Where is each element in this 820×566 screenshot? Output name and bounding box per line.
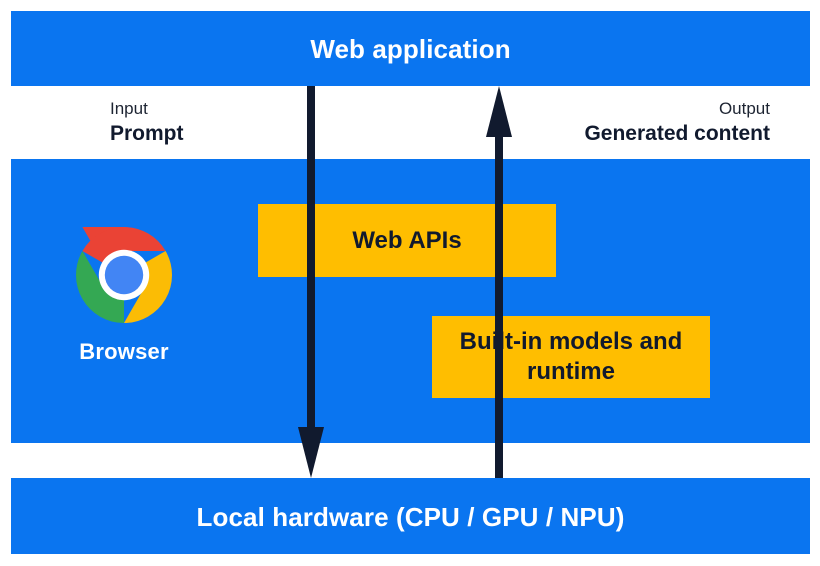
- band-local-hardware: Local hardware (CPU / GPU / NPU): [11, 478, 810, 554]
- band-web-application: Web application: [11, 11, 810, 86]
- band-local-hardware-label: Local hardware (CPU / GPU / NPU): [196, 502, 625, 532]
- box-web-apis-label: Web APIs: [352, 226, 462, 254]
- box-web-apis[interactable]: Web APIs: [258, 204, 556, 277]
- input-annotation: Input Prompt: [110, 98, 184, 147]
- output-annotation: Output Generated content: [584, 98, 770, 147]
- chrome-logo-icon: [75, 227, 173, 323]
- band-web-application-label: Web application: [310, 34, 511, 64]
- browser-label: Browser: [79, 339, 169, 364]
- output-kind-label: Output: [718, 99, 770, 118]
- input-kind-label: Input: [110, 99, 148, 118]
- browser-group: Browser: [63, 225, 185, 365]
- box-builtin-models[interactable]: Built-in models and runtime: [432, 316, 710, 398]
- output-value-label: Generated content: [584, 122, 770, 146]
- input-value-label: Prompt: [110, 122, 184, 146]
- box-builtin-models-label: Built-in models and runtime: [459, 328, 683, 385]
